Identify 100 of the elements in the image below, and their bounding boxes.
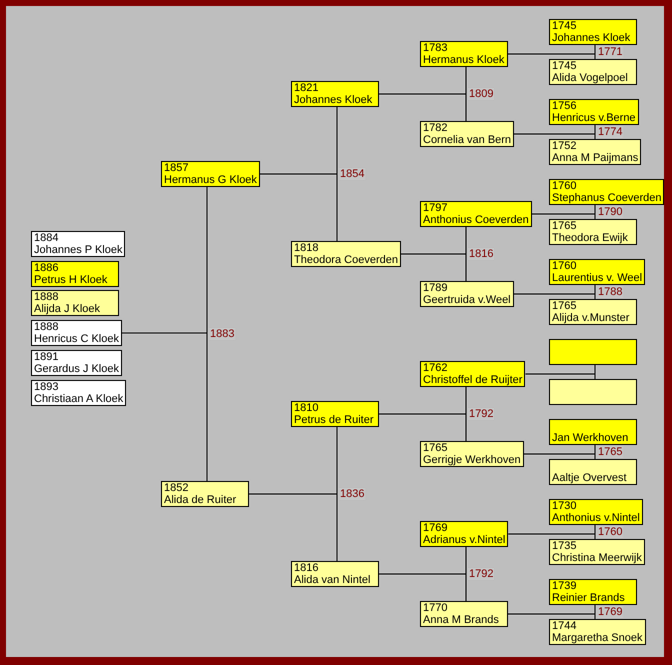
person-box <box>549 19 637 45</box>
connector-line <box>121 332 208 482</box>
birth-year: 1888 <box>34 321 60 333</box>
connector-line <box>259 174 338 242</box>
birth-year: 1783 <box>423 42 448 54</box>
person-box <box>291 241 401 267</box>
birth-year: 1886 <box>34 262 60 274</box>
person-box <box>549 219 637 245</box>
person-name: Laurentius v. Weel <box>552 272 642 284</box>
connector-line <box>248 494 338 562</box>
person-name: Gerrigje Werkhoven <box>423 454 521 466</box>
person-box <box>31 380 126 406</box>
birth-year: 1893 <box>34 381 60 393</box>
person-box <box>161 481 249 507</box>
person-name: Henricus v.Berne <box>552 112 636 124</box>
person-name: Jan Werkhoven <box>552 432 630 444</box>
connector-line <box>508 534 596 540</box>
birth-year: 1797 <box>423 202 448 214</box>
person-name: Theodora Coeverden <box>294 254 398 266</box>
marriage-year: 1816 <box>468 248 494 260</box>
birth-year: 1857 <box>164 162 190 174</box>
person-box <box>420 41 508 67</box>
person-name: Johannes P Kloek <box>34 244 122 256</box>
birth-year: 1739 <box>552 580 578 592</box>
person-name: Alida de Ruiter <box>164 494 238 506</box>
person-name: Johannes Kloek <box>294 94 374 106</box>
marriage-year: 1792 <box>468 568 494 580</box>
birth-year: 1770 <box>423 602 448 614</box>
birth-year: 1782 <box>423 122 448 134</box>
empty-box <box>549 379 637 405</box>
person-box <box>549 139 642 165</box>
person-box <box>549 539 645 565</box>
marriage-year: 1790 <box>597 206 624 218</box>
connector-line <box>508 54 596 60</box>
person-name: Johannes Kloek <box>552 32 632 44</box>
person-box <box>31 350 122 376</box>
person-name: Hermanus G Kloek <box>164 174 257 186</box>
birth-year: 1816 <box>294 562 320 574</box>
person-box <box>291 81 379 107</box>
connector-line <box>400 254 466 282</box>
marriage-year: 1771 <box>597 46 624 58</box>
person-name: Theodora Ewijk <box>552 232 629 244</box>
person-box <box>291 561 379 587</box>
person-name: Alijda J Kloek <box>34 303 102 315</box>
birth-year: 1888 <box>34 291 60 303</box>
person-name: Cornelia van Bern <box>423 134 512 146</box>
person-box <box>291 401 379 427</box>
marriage-year: 1883 <box>209 328 236 340</box>
connector-line <box>514 134 596 140</box>
birth-year: 1789 <box>423 282 448 294</box>
person-name: Geertruida v.Weel <box>423 294 511 306</box>
person-name: Aaltje Overvest <box>552 472 628 484</box>
marriage-year: 1792 <box>468 408 494 420</box>
birth-year: 1769 <box>423 522 448 534</box>
person-box <box>31 261 119 287</box>
connector-line <box>508 614 596 620</box>
person-name: Adrianus v.Nintel <box>423 534 506 546</box>
person-name: Alida Vogelpoel <box>552 72 629 84</box>
person-name: Petrus de Ruiter <box>294 414 374 426</box>
connector-line <box>378 414 466 442</box>
empty-box <box>549 339 637 365</box>
birth-year: 1760 <box>552 260 578 272</box>
marriage-year: 1854 <box>339 168 366 180</box>
birth-year: 1765 <box>552 300 578 312</box>
connector-line <box>531 214 596 220</box>
person-name: Anna M Brands <box>423 614 500 626</box>
person-box <box>420 441 524 467</box>
person-name: Alijda v.Munster <box>552 312 630 324</box>
person-name: Reinier Brands <box>552 592 626 604</box>
birth-year: 1765 <box>423 442 448 454</box>
marriage-year: 1809 <box>468 88 494 100</box>
birth-year: 1852 <box>164 482 190 494</box>
person-box <box>549 459 637 485</box>
person-box <box>549 259 646 285</box>
marriage-year: 1769 <box>597 606 624 618</box>
birth-year: 1884 <box>34 232 60 244</box>
person-name: Henricus C Kloek <box>34 333 119 345</box>
person-box <box>549 499 643 525</box>
person-name: Christoffel de Ruijter <box>423 374 522 386</box>
marriage-year: 1788 <box>597 286 624 298</box>
birth-year: 1730 <box>552 500 578 512</box>
person-name: Alida van Nintel <box>294 574 372 586</box>
person-box <box>420 361 526 387</box>
connector-line <box>378 574 466 602</box>
person-name: Gerardus J Kloek <box>34 363 119 375</box>
person-name: Hermanus Kloek <box>423 54 505 66</box>
birth-year: 1756 <box>552 100 578 112</box>
marriage-year: 1765 <box>597 446 624 458</box>
person-name: Petrus H Kloek <box>34 274 108 286</box>
person-name: Anna M Paijmans <box>552 152 638 164</box>
person-box <box>549 99 639 125</box>
person-box <box>549 299 637 325</box>
birth-year: 1760 <box>552 180 578 192</box>
birth-year: 1765 <box>552 220 578 232</box>
person-box <box>420 281 514 307</box>
person-name: Christiaan A Kloek <box>34 393 124 405</box>
person-box <box>549 419 637 445</box>
person-box <box>420 601 508 627</box>
connector-line <box>524 374 596 380</box>
person-box <box>549 579 637 605</box>
